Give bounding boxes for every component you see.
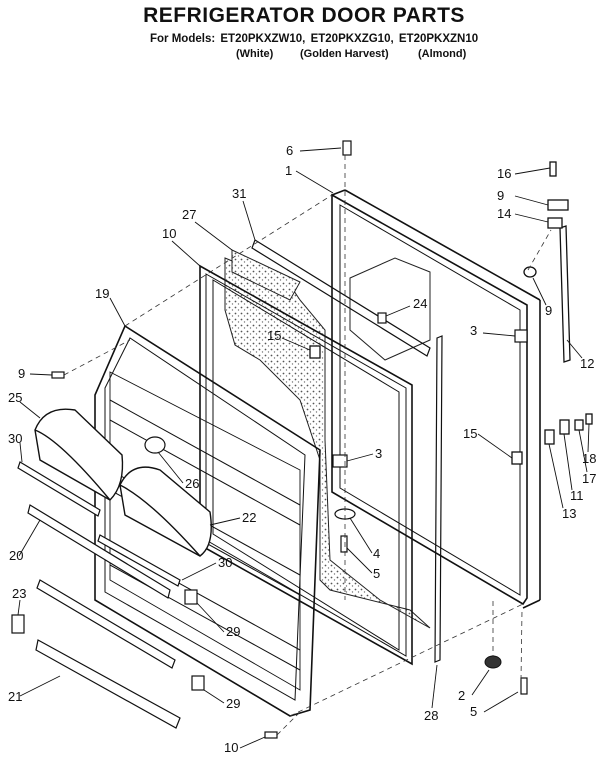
color-golden-harvest: (Golden Harvest) [300,48,389,60]
callout-1: 1 [285,163,292,178]
callout-26: 26 [185,476,199,491]
callout-13: 13 [562,506,576,521]
callout-29-bottom: 29 [226,696,240,711]
door-stop-12 [559,225,571,363]
shelf-bar-20 [27,504,176,669]
callout-17: 17 [582,471,596,486]
handle-parts-11-13-17-18 [544,413,593,445]
color-almond: (Almond) [418,48,467,60]
callout-21: 21 [8,689,22,704]
callout-15-right: 15 [463,426,477,441]
color-white: (White) [236,48,274,60]
callout-30-left: 30 [8,431,22,446]
callout-25: 23 [12,586,26,601]
door-gasket [199,264,413,666]
callout-20: 20 [9,548,23,563]
shelf-retainer-30 [17,461,181,587]
callout-28: 28 [424,708,438,723]
magnet-25 [11,614,25,634]
callout-22: 22 [242,510,256,525]
model-number-golden-harvest: ET20PKXZG10, [310,33,394,45]
callout-14: 14 [497,206,511,221]
models-prefix: For Models: [150,33,216,45]
dairy-door-22 [119,466,212,557]
outer-door-panel [331,189,541,609]
callout-15-left: 15 [267,328,281,343]
callout-labels: 6 1 31 27 10 19 15 24 3 16 9 14 9 12 15 … [8,143,596,755]
breaker-strip-side [434,335,443,663]
bracket-3-center [332,329,528,520]
callout-23: 25 [8,390,22,405]
callout-24: 24 [413,296,427,311]
hinge-bushing-7 [523,266,537,278]
end-caps-29 [184,589,205,691]
door-insulation [224,249,431,629]
callout-27: 27 [182,207,196,222]
callout-31: 31 [232,186,246,201]
callout-4: 4 [373,546,380,561]
dairy-door-23 [34,408,124,501]
door-bracket-15 [309,345,523,465]
callout-3-center: 3 [375,446,382,461]
callout-2: 2 [458,688,465,703]
callout-30-center: 30 [218,555,232,570]
callout-3-right: 3 [470,323,477,338]
shelf-bar-21 [35,639,181,729]
callout-9-bottom: 10 [224,740,238,755]
callout-8: 10 [162,226,176,241]
callout-29-top: 29 [226,624,240,639]
callout-9-top: 9 [18,366,25,381]
model-number-almond: ET20PKXZN10 [398,33,479,45]
callout-12: 12 [580,356,594,371]
button-26 [144,436,166,454]
screws [51,140,528,739]
alignment-lines [63,155,552,736]
callout-10: 9 [497,188,504,203]
model-list: For Models: ET20PKXZW10, ET20PKXZG10, ET… [150,33,480,45]
callout-7: 9 [545,303,552,318]
diagram-title: REFRIGERATOR DOOR PARTS [143,4,465,27]
callout-6: 6 [286,143,293,158]
callout-5-bottom: 5 [470,704,477,719]
callout-11: 11 [570,488,584,503]
breaker-strip-top [251,239,431,357]
shelf-support-24 [377,312,387,324]
leader-lines [17,147,590,749]
callout-5-center: 5 [373,566,380,581]
callout-16: 16 [497,166,511,181]
callout-19: 19 [95,286,109,301]
hinge-parts-10-14-16 [547,161,569,229]
model-number-white: ET20PKXZW10, [220,33,306,45]
callout-18: 18 [582,451,596,466]
